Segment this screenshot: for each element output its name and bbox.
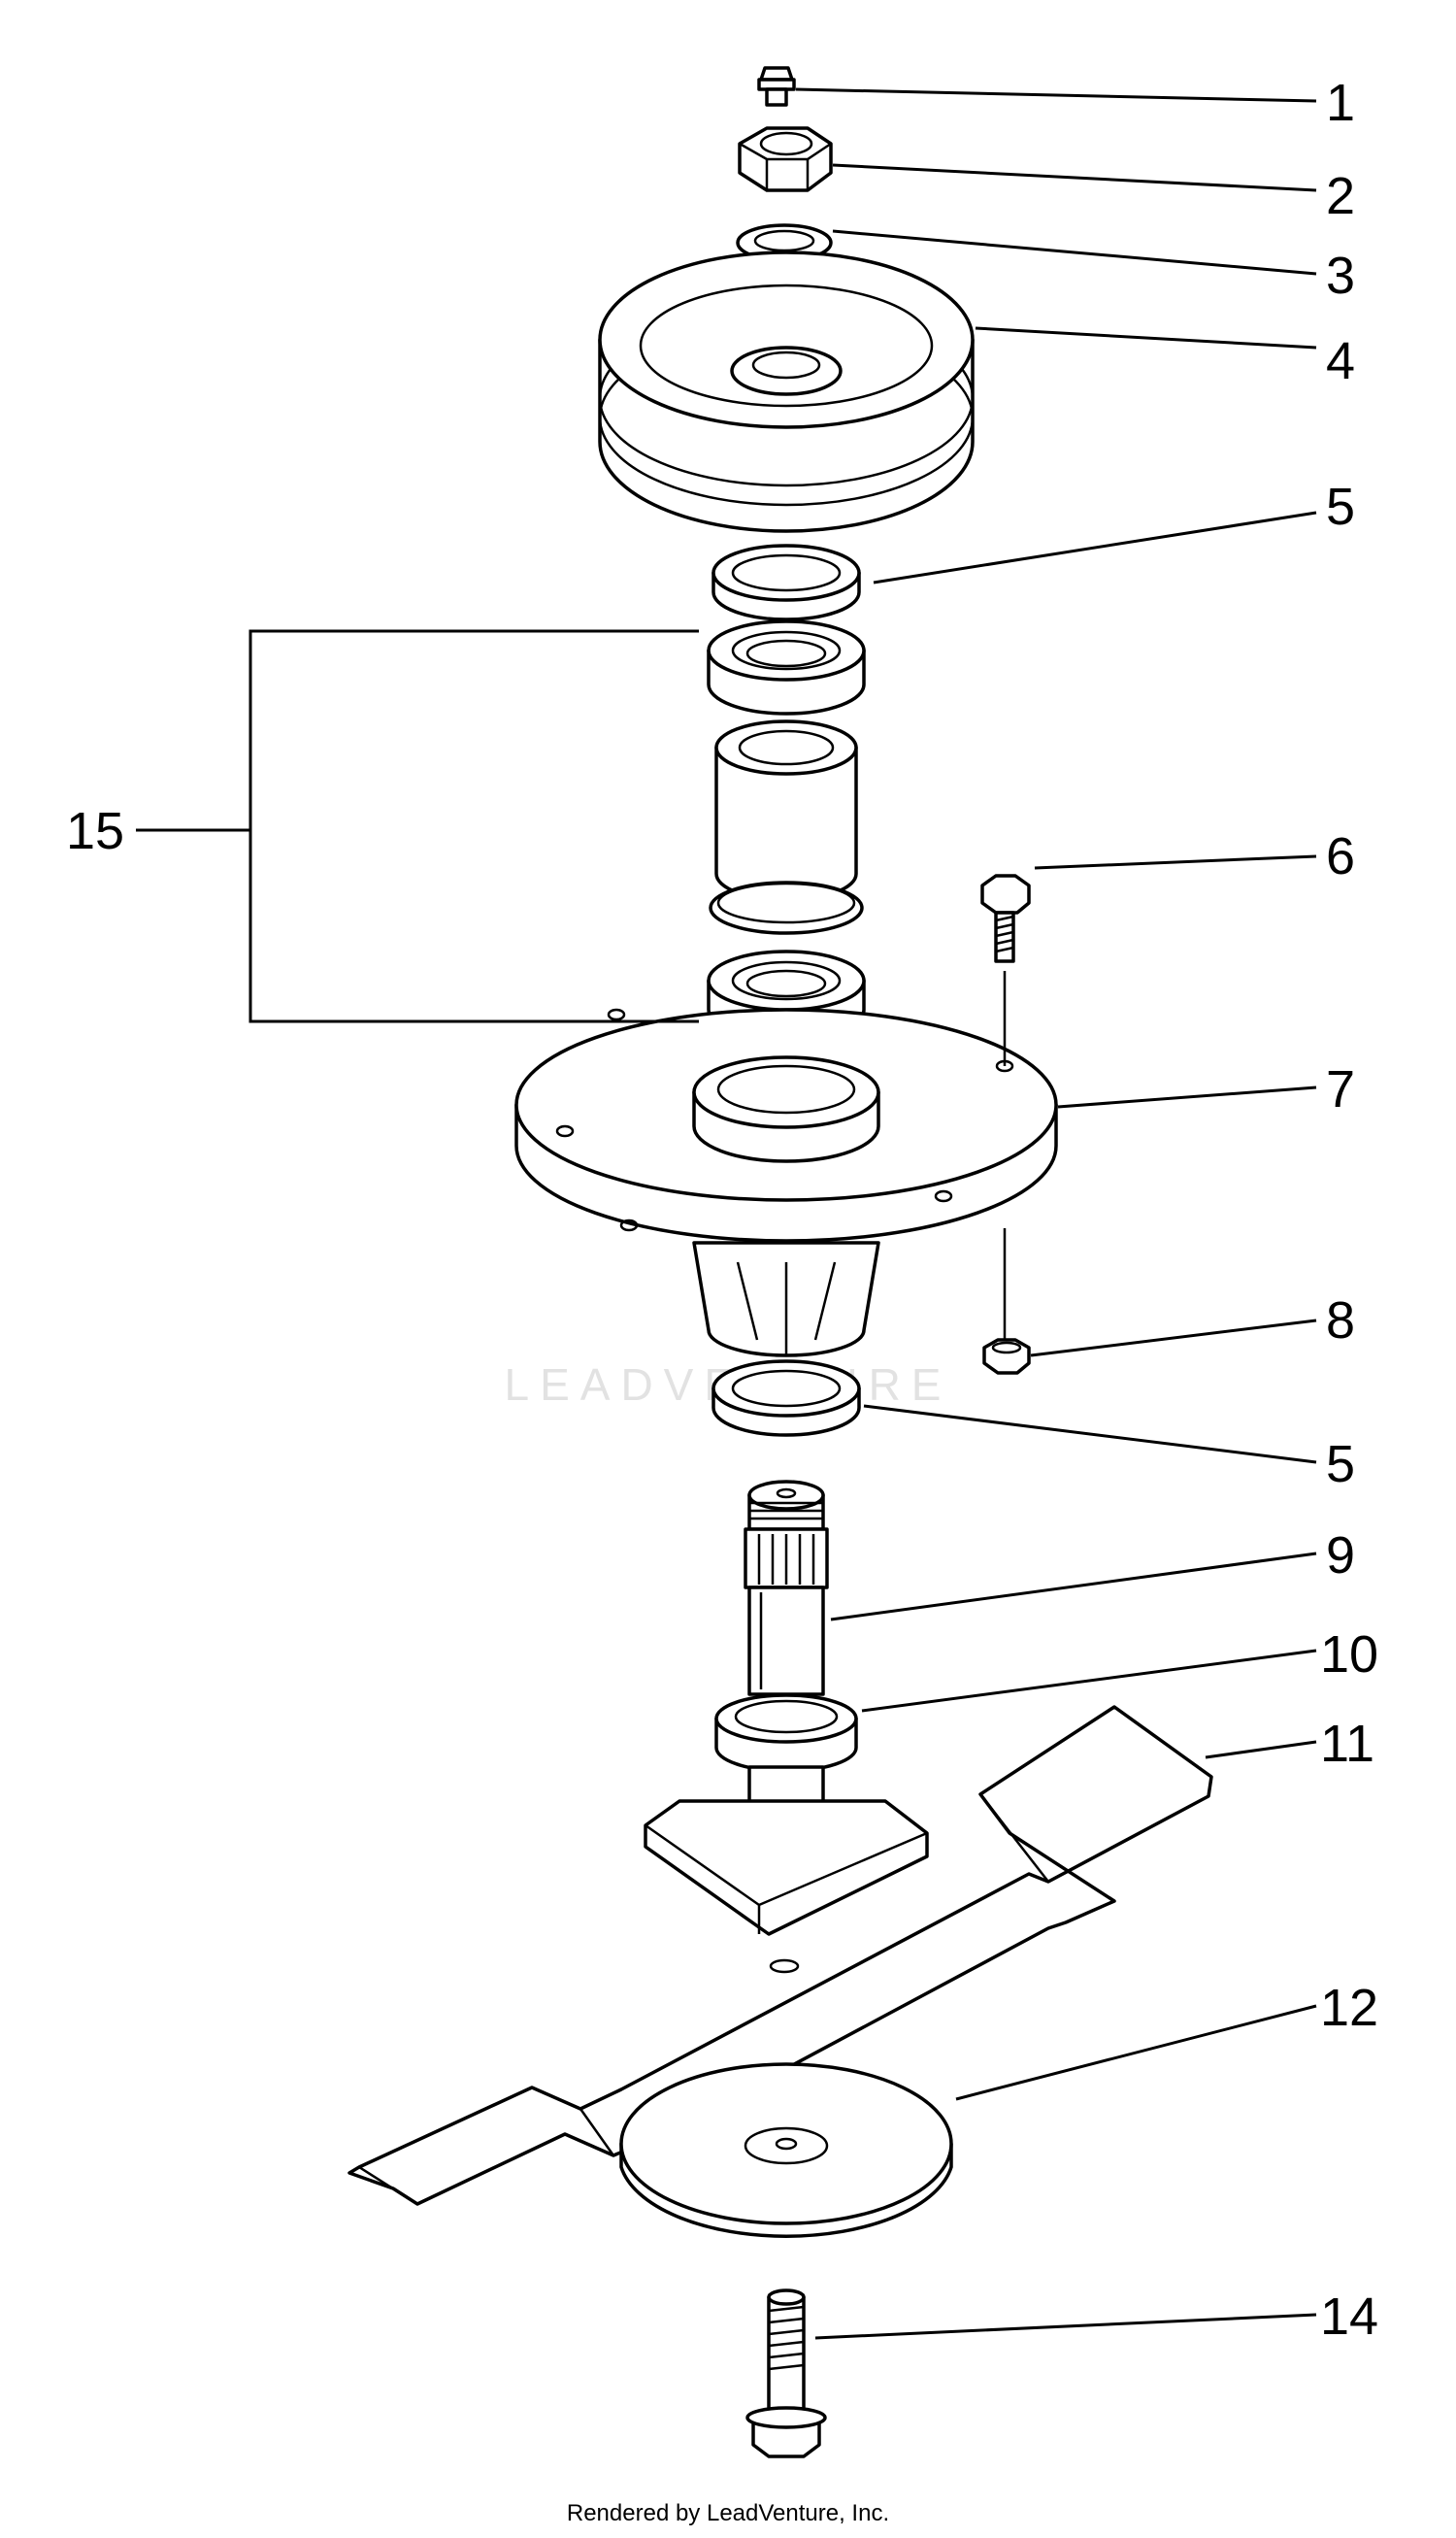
callout-4: 4	[1326, 332, 1355, 390]
part-6-bolt	[980, 874, 1031, 1066]
callout-1: 1	[1326, 74, 1355, 132]
callout-5-lower: 5	[1326, 1435, 1355, 1493]
callout-3: 3	[1326, 247, 1355, 305]
part-7-spindle-housing	[514, 1008, 1058, 1357]
callout-7: 7	[1326, 1060, 1355, 1119]
callout-14: 14	[1320, 2288, 1378, 2346]
part-14-blade-bolt	[745, 2288, 827, 2458]
part-15-upper-bearing	[707, 619, 866, 716]
part-5-lower-seal	[711, 1359, 861, 1437]
callout-12: 12	[1320, 1979, 1378, 2037]
callout-2: 2	[1326, 167, 1355, 225]
callout-11: 11	[1320, 1715, 1374, 1773]
part-11-blade	[347, 1705, 1213, 2206]
part-9-spindle-shaft	[744, 1480, 829, 1696]
part-5-upper-seal	[711, 544, 861, 621]
part-2-hex-nut	[738, 126, 833, 192]
callout-5-upper: 5	[1326, 478, 1355, 536]
callout-10: 10	[1320, 1625, 1378, 1684]
callout-6: 6	[1326, 827, 1355, 885]
leader-lines	[136, 87, 1317, 2340]
callout-9: 9	[1326, 1526, 1355, 1585]
callout-15: 15	[66, 802, 124, 860]
part-12-retainer-cup	[619, 2062, 953, 2238]
part-15-snap-ring	[709, 881, 864, 935]
callout-labels: 1 2 3 4 5 6 7 8 5 9 10 11 12 14 15	[66, 74, 1378, 2346]
part-15-spacer-tube	[714, 719, 858, 902]
part-4-pulley	[598, 250, 975, 533]
part-1-grease-fitting	[757, 66, 796, 107]
footer-credit: Rendered by LeadVenture, Inc.	[567, 2500, 889, 2526]
part-8-locknut	[982, 1228, 1031, 1375]
callout-8: 8	[1326, 1291, 1355, 1350]
